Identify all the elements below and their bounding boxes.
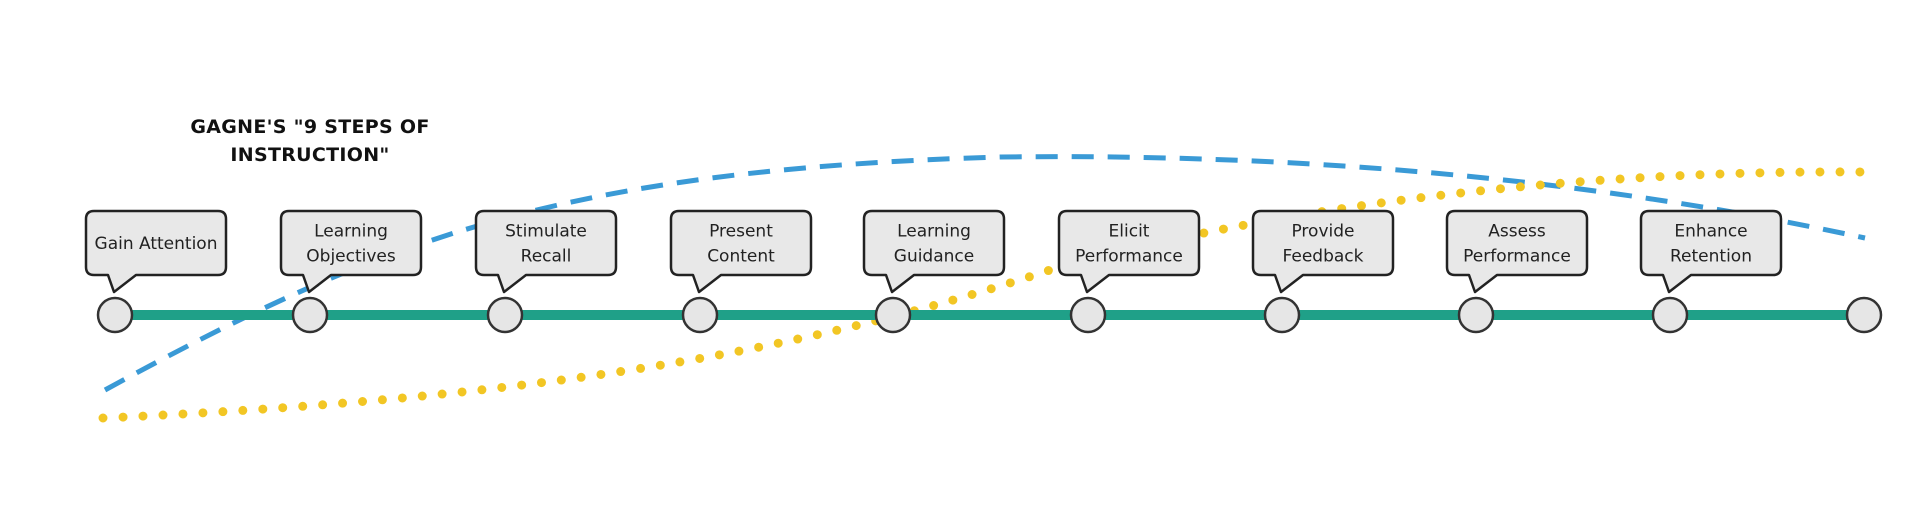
timeline-node-5	[874, 296, 912, 334]
timeline-layer	[96, 296, 1883, 334]
dotted-curve	[98, 167, 1867, 423]
bubble-shape	[1251, 209, 1395, 294]
timeline-node-2	[291, 296, 329, 334]
bubble-shape	[669, 209, 813, 294]
bubble-shape	[84, 209, 228, 294]
step-label: Retention	[1670, 247, 1752, 267]
step-label: Elicit	[1109, 222, 1150, 242]
step-label: Objectives	[306, 247, 396, 267]
step-label: Recall	[521, 247, 572, 267]
bubble-shape	[474, 209, 618, 294]
timeline-node-8	[1457, 296, 1495, 334]
timeline-node-10	[1845, 296, 1883, 334]
step-label: Provide	[1291, 222, 1354, 242]
timeline-node-9	[1651, 296, 1689, 334]
curves-layer	[98, 154, 1867, 423]
bubble-shape	[279, 209, 423, 294]
step-label: Assess	[1488, 222, 1546, 242]
timeline-node-7	[1263, 296, 1301, 334]
bubble-shape	[1445, 209, 1589, 294]
step-label: Learning	[314, 222, 388, 242]
diagram-title: GAGNE'S "9 STEPS OF INSTRUCTION"	[190, 116, 430, 166]
timeline-node-3	[486, 296, 524, 334]
step-label: Content	[707, 247, 775, 267]
bubble-shape	[1057, 209, 1201, 294]
timeline-node-6	[1069, 296, 1107, 334]
step-label: Performance	[1075, 247, 1183, 267]
step-label: Gain Attention	[95, 234, 218, 254]
timeline-node-1	[96, 296, 134, 334]
step-label: Learning	[897, 222, 971, 242]
timeline-node-4	[681, 296, 719, 334]
step-label: Enhance	[1674, 222, 1747, 242]
step-label: Guidance	[894, 247, 974, 267]
bubble-shape	[862, 209, 1006, 294]
step-bubble-gain-attention: Gain Attention	[84, 209, 228, 294]
step-label: Performance	[1463, 247, 1571, 267]
step-label: Stimulate	[505, 222, 587, 242]
step-label: Present	[709, 222, 773, 242]
step-label: Feedback	[1283, 247, 1364, 267]
bubble-shape	[1639, 209, 1783, 294]
